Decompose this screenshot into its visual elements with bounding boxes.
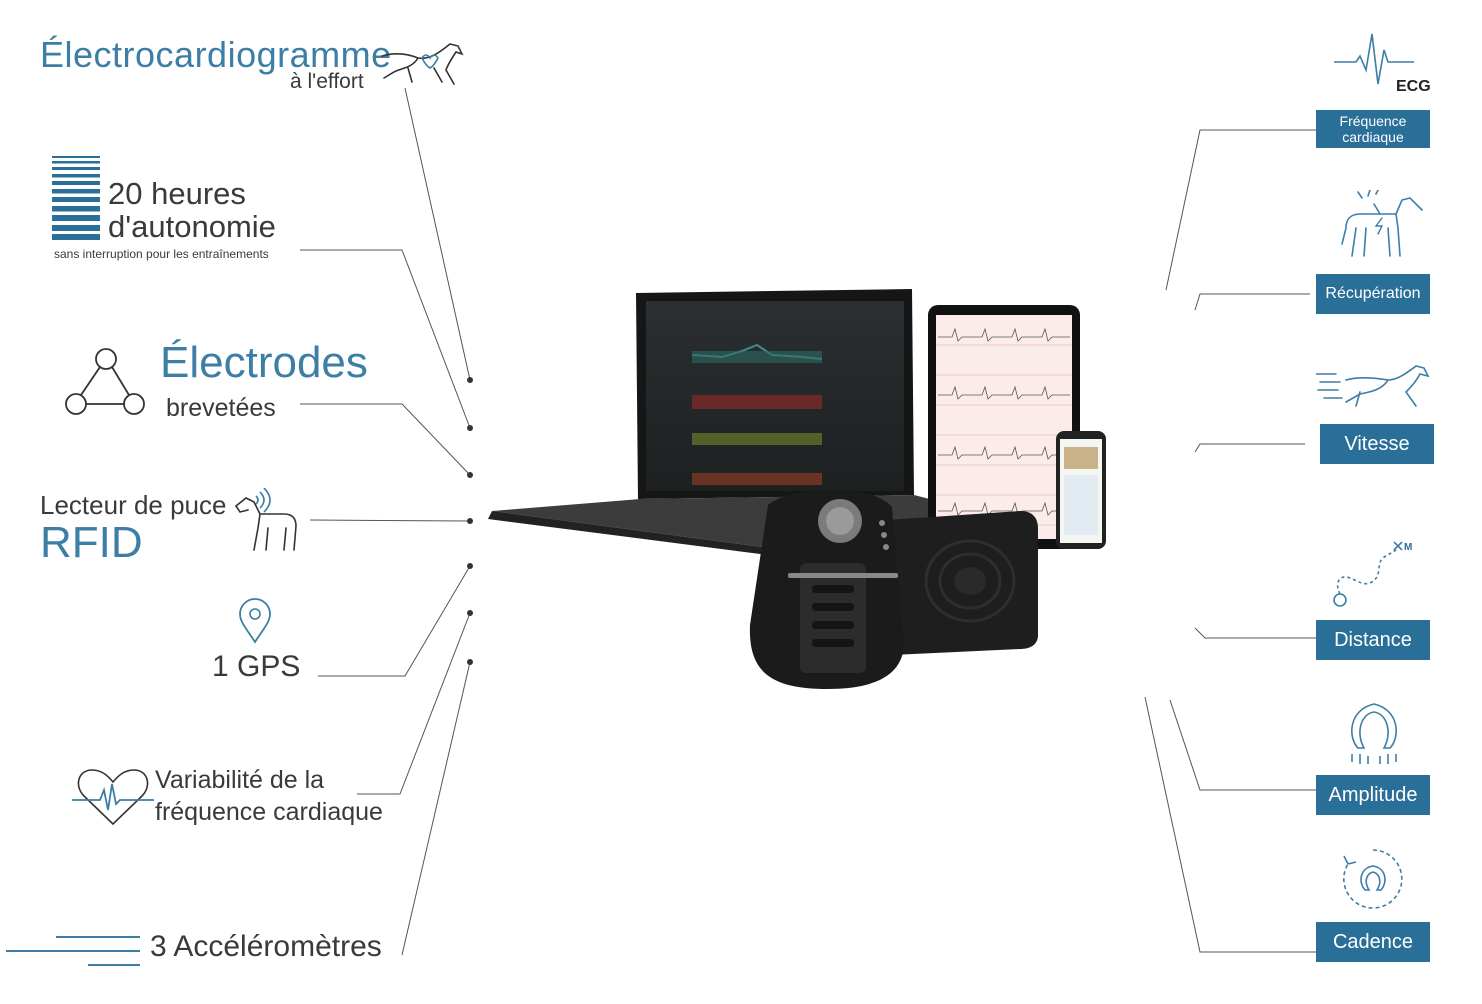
tag-label: Fréquence cardiaque — [1339, 113, 1407, 145]
svg-text:M: M — [1404, 542, 1412, 553]
cadence-cycle-icon — [1343, 849, 1403, 909]
tag-amplitude: Amplitude — [1316, 775, 1430, 815]
autonomy-line-1: 20 heures — [108, 176, 246, 211]
heart-pulse-icon — [72, 769, 154, 826]
accelerometer-lines-icon — [6, 936, 140, 966]
horse-recovery-icon — [1341, 190, 1423, 257]
ecg-wave-icon — [1334, 33, 1414, 85]
tag-frequence-cardiaque: Fréquence cardiaque — [1316, 110, 1430, 148]
autonomy-subtitle: sans interruption pour les entraînements — [54, 247, 269, 261]
ecg-label: ECG — [1396, 78, 1431, 95]
electrodes-title: Électrodes — [160, 338, 368, 387]
tag-label: Amplitude — [1328, 783, 1418, 806]
tag-label: Récupération — [1325, 285, 1421, 302]
ecg-subtitle: à l'effort — [290, 70, 364, 93]
gps-pin-icon — [239, 598, 271, 644]
tag-vitesse: Vitesse — [1320, 424, 1434, 464]
accelerometers-label: 3 Accéléromètres — [150, 930, 382, 963]
tag-distance: Distance — [1316, 620, 1430, 660]
autonomy-line-2: d'autonomie — [108, 209, 276, 244]
tag-cadence: Cadence — [1316, 922, 1430, 962]
devices-illustration — [488, 289, 1106, 689]
gps-label: 1 GPS — [212, 650, 301, 683]
battery-bars-icon — [52, 156, 100, 240]
galloping-horse-icon — [1316, 365, 1430, 407]
electrodes-subtitle: brevetées — [166, 394, 276, 422]
tag-label: Vitesse — [1344, 432, 1410, 455]
running-horse-heart-icon — [381, 43, 464, 85]
product-scene — [472, 285, 1194, 695]
hrv-line-2: fréquence cardiaque — [155, 798, 383, 826]
horseshoe-icon — [1351, 703, 1397, 764]
tag-recuperation: Récupération — [1316, 274, 1430, 314]
electrodes-triangle-icon — [65, 348, 145, 415]
rfid-line-1: Lecteur de puce — [40, 490, 227, 520]
rfid-line-2: RFID — [40, 518, 143, 567]
hrv-line-1: Variabilité de la — [155, 766, 325, 794]
horse-rfid-icon — [235, 488, 297, 551]
distance-path-icon: M — [1333, 541, 1412, 607]
ecg-title: Électrocardiogramme — [40, 34, 392, 75]
tag-label: Cadence — [1332, 930, 1414, 953]
tag-label: Distance — [1334, 628, 1412, 651]
